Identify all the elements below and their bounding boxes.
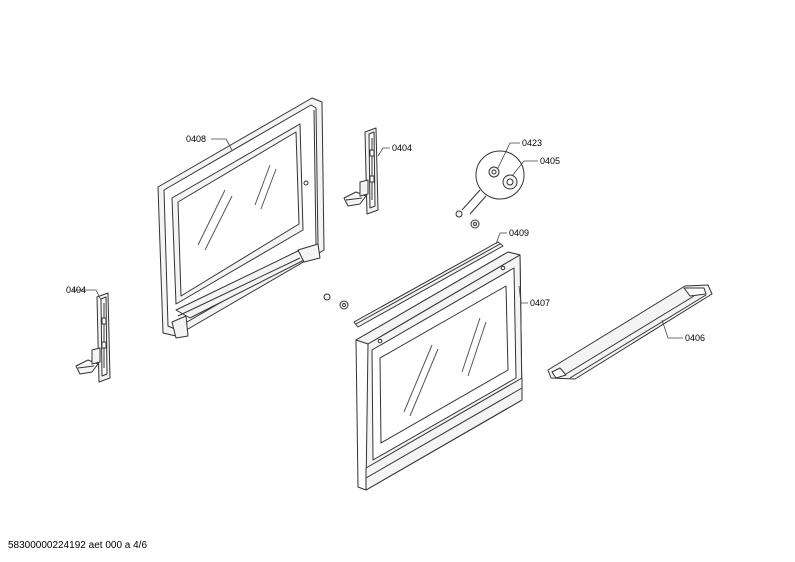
- document-code: 58300000224192 aet 000 a 4/6: [8, 540, 148, 551]
- callout-0409: 0409: [509, 228, 529, 238]
- callout-0407: 0407: [530, 298, 550, 308]
- seal-strip-part: [353, 241, 504, 328]
- inner-door-frame-part: [157, 97, 325, 339]
- callout-0404-upper: 0404: [392, 143, 412, 153]
- outer-door-glass-part: [355, 251, 523, 491]
- upper-hinge-part: [343, 127, 379, 215]
- callout-0408: 0408: [186, 134, 206, 144]
- callout-0423: 0423: [522, 138, 542, 148]
- screw-set-lower: [323, 293, 349, 310]
- callout-0405: 0405: [540, 156, 560, 166]
- screw-set-upper: [455, 210, 480, 229]
- callout-0404-left: 0404: [66, 285, 86, 295]
- door-handle-part: [547, 284, 713, 380]
- left-hinge-part: [75, 292, 111, 383]
- leader-lines: [72, 138, 683, 339]
- hinge-pin-detail: [461, 150, 525, 215]
- callout-0406: 0406: [685, 333, 705, 343]
- callout-labels: 0408 0404 0404 0423 0405 0409 0407 0406: [66, 134, 705, 343]
